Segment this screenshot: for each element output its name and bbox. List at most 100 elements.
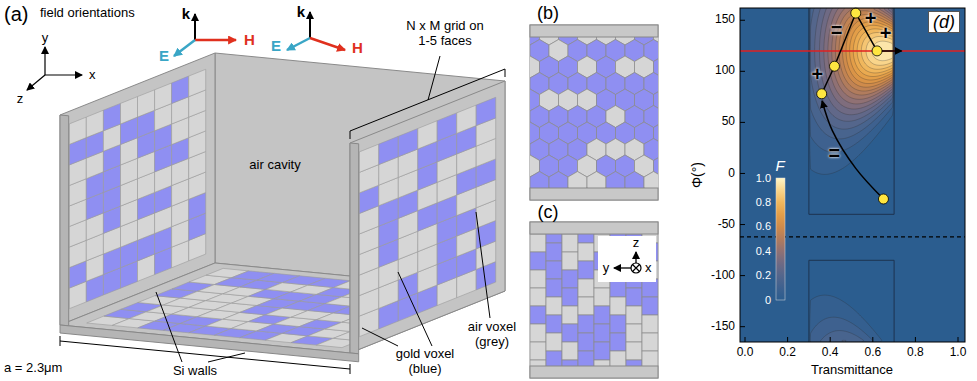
air-voxel [642, 333, 658, 351]
axis-label: y [42, 31, 49, 46]
axis-label: z [633, 236, 640, 251]
wavevector-arrow [309, 12, 311, 38]
axes-ground [598, 236, 656, 282]
tick-label: 0 [728, 167, 735, 181]
annotation: air voxel (grey) [461, 320, 523, 350]
gold-voxel [546, 351, 562, 366]
air-voxel [546, 333, 562, 351]
gold-voxel [379, 136, 399, 164]
tick-label: 1.0 [950, 346, 967, 360]
air-voxel [578, 297, 594, 315]
air-voxel [626, 306, 642, 324]
path-sign: + [812, 63, 824, 86]
si-wall-bar [530, 366, 658, 378]
h-field-arrow [310, 38, 345, 50]
annotation: gold voxel (blue) [389, 347, 461, 377]
panel-d-plot [740, 8, 965, 342]
h-field-arrow [195, 39, 236, 41]
si-wall-edge [350, 143, 359, 354]
si-wall-bar [530, 222, 658, 234]
contour-band [809, 8, 894, 342]
gold-voxel [530, 172, 549, 189]
gold-voxel [546, 315, 562, 333]
air-voxel [530, 324, 546, 342]
air-voxel [610, 297, 626, 315]
plot-frame [740, 8, 965, 342]
axis-title: Transmittance [811, 363, 893, 378]
axis-title: Φ(°) [689, 162, 705, 188]
tick-label: 0.6 [864, 346, 881, 360]
tick-mark [787, 337, 788, 342]
gold-voxel [437, 113, 457, 141]
path-sign: = [831, 19, 843, 42]
tick-mark [740, 326, 745, 327]
annotation: Si walls [173, 364, 217, 379]
leader-line [208, 353, 245, 362]
tick-mark [915, 337, 916, 342]
air-voxel [626, 342, 642, 360]
e-field-arrow [287, 38, 310, 50]
gold-voxel [626, 360, 642, 366]
air-voxel [530, 270, 546, 288]
gold-voxel [546, 261, 562, 279]
air-voxel [626, 324, 642, 342]
tick-mark [740, 20, 745, 21]
contour-band [810, 8, 894, 342]
gold-voxel [546, 279, 562, 297]
tick-mark [745, 337, 746, 342]
tick-label: -50 [718, 218, 735, 232]
e-field-arrow [174, 40, 195, 56]
gold-voxel [626, 288, 642, 306]
gold-voxel [594, 342, 610, 360]
panel-b-hex-grid [530, 37, 658, 188]
path-sign: + [880, 22, 892, 45]
gold-voxel [398, 129, 418, 157]
air-voxel [530, 288, 546, 306]
tick-label: 150 [715, 13, 735, 27]
annotation: N x M grid on 1-5 faces [401, 19, 489, 49]
panel-label: (a) [4, 3, 28, 26]
dimension-bracket [60, 336, 350, 374]
colorbar-tick: 0 [765, 294, 771, 307]
gold-voxel [530, 252, 546, 270]
air-voxel [562, 342, 578, 360]
trajectory [822, 13, 902, 94]
reference-line [740, 50, 965, 52]
axis-arrow [44, 47, 45, 75]
left-wall [60, 53, 215, 325]
colorbar-tick: 0.8 [756, 196, 771, 209]
path-sign: + [865, 7, 877, 30]
gold-voxel [546, 243, 562, 261]
air-voxel [69, 117, 86, 144]
gold-voxel [562, 270, 578, 288]
axis-label: y [603, 261, 610, 276]
tick-mark [740, 224, 745, 225]
gold-voxel [606, 172, 625, 189]
gold-voxel [578, 234, 594, 243]
colorbar-tick: 0.6 [756, 220, 771, 233]
air-voxel [562, 234, 578, 252]
air-voxel [587, 172, 606, 189]
panel-label: (b) [537, 3, 559, 24]
air-voxel [138, 90, 155, 117]
panel-c-ground [530, 222, 658, 378]
gold-voxel [610, 333, 626, 351]
air-voxel [418, 121, 437, 149]
path-sign: = [829, 142, 841, 165]
field-label: H [352, 39, 363, 56]
gold-voxel [476, 97, 496, 125]
tick-mark [830, 337, 831, 342]
air-voxel [594, 360, 610, 366]
air-voxel [578, 279, 594, 297]
region-outline [809, 8, 894, 342]
panel-b-ground [530, 25, 658, 200]
si-wall-bar [530, 25, 658, 37]
tick-mark [872, 337, 873, 342]
gold-voxel [530, 306, 546, 324]
tick-mark [740, 71, 745, 72]
gold-voxel [562, 360, 578, 366]
panel-c-brick-grid [530, 234, 658, 366]
tick-label: -100 [711, 269, 735, 283]
